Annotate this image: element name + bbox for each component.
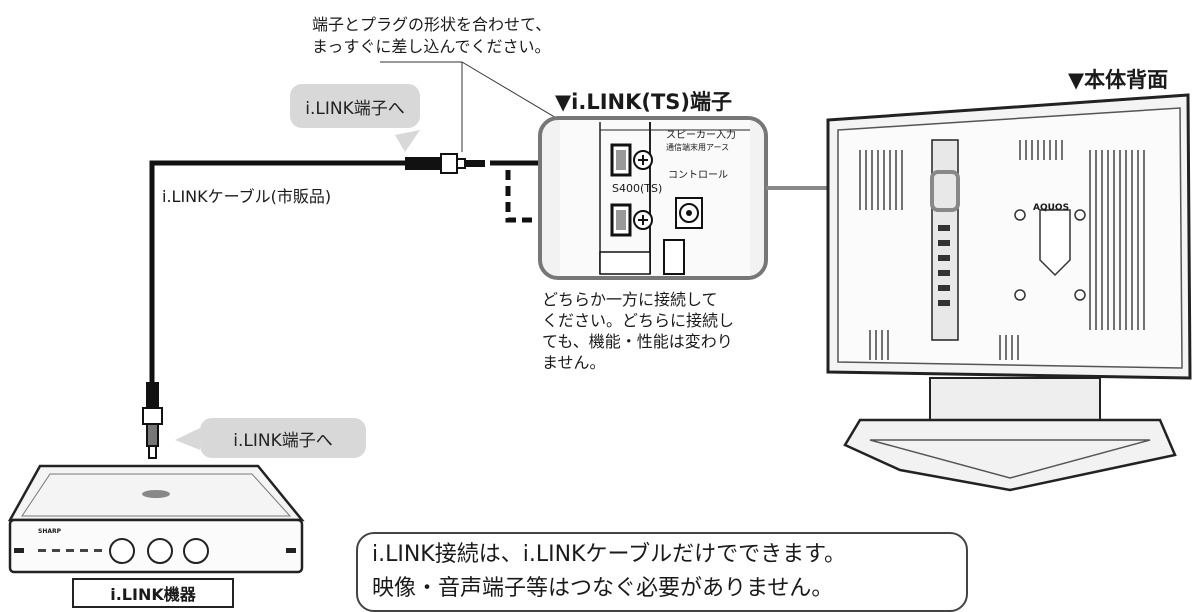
panel-s400: S400(TS) bbox=[612, 182, 663, 195]
callout-top-text: i.LINK端子へ bbox=[305, 98, 405, 119]
instruction-line-2: まっすぐに差し込んでください。 bbox=[312, 37, 551, 56]
callout-bottom-text: i.LINK端子へ bbox=[233, 430, 333, 451]
panel-ground: 通信端末用アース bbox=[666, 143, 730, 152]
device-brand: SHARP bbox=[38, 528, 62, 535]
cable-label: i.LINKケーブル(市販品) bbox=[162, 187, 332, 206]
tv-rear bbox=[826, 93, 1192, 492]
tv-brand: AQUOS bbox=[1033, 203, 1070, 213]
note-line-3: ても、機能・性能は変わり bbox=[542, 332, 733, 351]
callout-top: i.LINK端子へ bbox=[290, 84, 420, 128]
info-box: i.LINK接続は、i.LINKケーブルだけでできます。 映像・音声端子等はつな… bbox=[356, 532, 968, 612]
connection-note: どちらか一方に接続して ください。どちらに接続し ても、機能・性能は変わり ませ… bbox=[542, 289, 734, 373]
instruction-text: 端子とプラグの形状を合わせて、 まっすぐに差し込んでください。 bbox=[312, 14, 551, 58]
panel-speaker-input: スピーカー入力 bbox=[666, 130, 736, 141]
terminal-zoom-panel bbox=[538, 116, 768, 280]
note-line-1: どちらか一方に接続して bbox=[542, 290, 718, 309]
terminal-heading: ▼i.LINK(TS)端子 bbox=[555, 90, 733, 114]
info-line-1: i.LINK接続は、i.LINKケーブルだけでできます。 bbox=[372, 542, 846, 567]
device-label-text: i.LINK機器 bbox=[110, 585, 196, 604]
cable-plug-top bbox=[405, 153, 485, 174]
rear-heading: ▼本体背面 bbox=[1068, 68, 1169, 92]
cable-plug-bottom bbox=[142, 382, 163, 459]
info-line-2: 映像・音声端子等はつなぐ必要がありません。 bbox=[372, 576, 834, 601]
panel-control: コントロール bbox=[668, 170, 728, 181]
ilink-device bbox=[7, 464, 305, 574]
note-line-2: ください。どちらに接続し bbox=[542, 311, 735, 330]
device-label: i.LINK機器 bbox=[72, 578, 234, 608]
callout-bottom: i.LINK端子へ bbox=[200, 418, 366, 458]
instruction-line-1: 端子とプラグの形状を合わせて、 bbox=[312, 15, 552, 34]
note-line-4: ません。 bbox=[542, 353, 606, 372]
ilink-cable bbox=[149, 160, 410, 385]
